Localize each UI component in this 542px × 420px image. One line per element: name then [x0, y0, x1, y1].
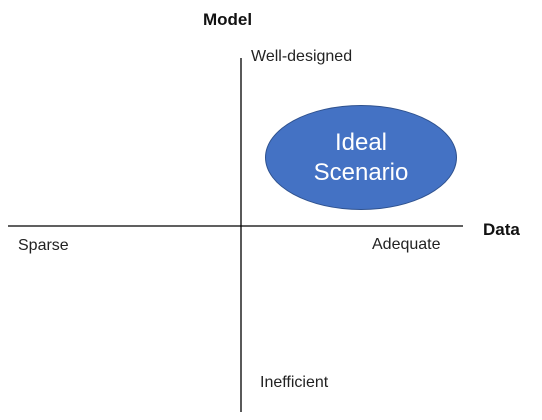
- ideal-scenario-text-line2: Scenario: [313, 158, 409, 186]
- vertical-axis-bottom-label: Inefficient: [260, 374, 329, 391]
- horizontal-axis-right-label: Adequate: [372, 236, 441, 253]
- horizontal-axis-title: Data: [483, 220, 520, 239]
- horizontal-axis-left-label: Sparse: [18, 237, 69, 254]
- vertical-axis-title: Model: [203, 10, 253, 29]
- vertical-axis-top-label: Well-designed: [251, 48, 353, 65]
- ideal-scenario-text-line1: Ideal: [334, 128, 388, 156]
- ideal-scenario-ellipse: Ideal Scenario: [265, 105, 457, 210]
